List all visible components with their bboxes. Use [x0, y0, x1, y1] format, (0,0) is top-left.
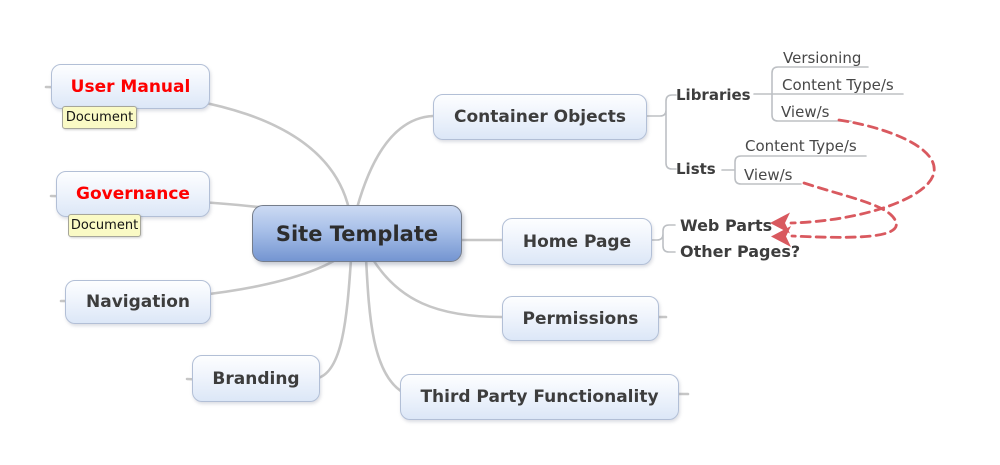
branch-permissions [370, 256, 668, 319]
leaf-views-lists[interactable]: View/s [744, 166, 793, 184]
topic-user-manual[interactable]: User Manual [51, 64, 210, 109]
leaf-views-libraries[interactable]: View/s [781, 103, 830, 121]
subtopic-web-parts[interactable]: Web Parts [680, 216, 773, 235]
topic-container-objects-label: Container Objects [454, 107, 626, 127]
topic-branding[interactable]: Branding [192, 355, 320, 402]
topic-governance[interactable]: Governance [56, 171, 210, 217]
topic-permissions[interactable]: Permissions [502, 296, 659, 341]
leaf-content-types-libraries[interactable]: Content Type/s [782, 76, 894, 94]
topic-user-manual-label: User Manual [70, 76, 191, 97]
leaf-versioning[interactable]: Versioning [783, 49, 862, 67]
topic-third-party-functionality[interactable]: Third Party Functionality [400, 374, 679, 420]
bracket-libraries-children [753, 66, 904, 122]
topic-container-objects[interactable]: Container Objects [433, 94, 647, 140]
central-topic-label: Site Template [275, 221, 439, 246]
subtopic-libraries[interactable]: Libraries [676, 86, 751, 104]
tag-document-user-manual[interactable]: Document [62, 106, 137, 129]
topic-navigation-label: Navigation [86, 292, 190, 312]
topic-home-page[interactable]: Home Page [502, 218, 652, 265]
branch-third-party [364, 256, 690, 396]
topic-governance-label: Governance [76, 184, 190, 204]
topic-permissions-label: Permissions [522, 308, 639, 329]
subtopic-other-pages[interactable]: Other Pages? [680, 242, 801, 261]
tag-document-governance[interactable]: Document [68, 214, 141, 237]
topic-home-page-label: Home Page [522, 231, 632, 252]
leaf-content-types-lists[interactable]: Content Type/s [745, 137, 857, 155]
topic-third-party-functionality-label: Third Party Functionality [420, 387, 659, 407]
tag-document-user-manual-label: Document [65, 110, 134, 125]
central-topic-site-template[interactable]: Site Template [252, 205, 462, 262]
topic-navigation[interactable]: Navigation [65, 280, 211, 324]
tag-document-governance-label: Document [70, 218, 139, 233]
subtopic-lists[interactable]: Lists [676, 160, 716, 178]
branch-container-objects [355, 114, 435, 210]
bracket-container-children [644, 94, 677, 170]
topic-branding-label: Branding [212, 368, 300, 389]
bracket-lists-children [721, 155, 867, 185]
bracket-home-page-children [650, 224, 676, 253]
